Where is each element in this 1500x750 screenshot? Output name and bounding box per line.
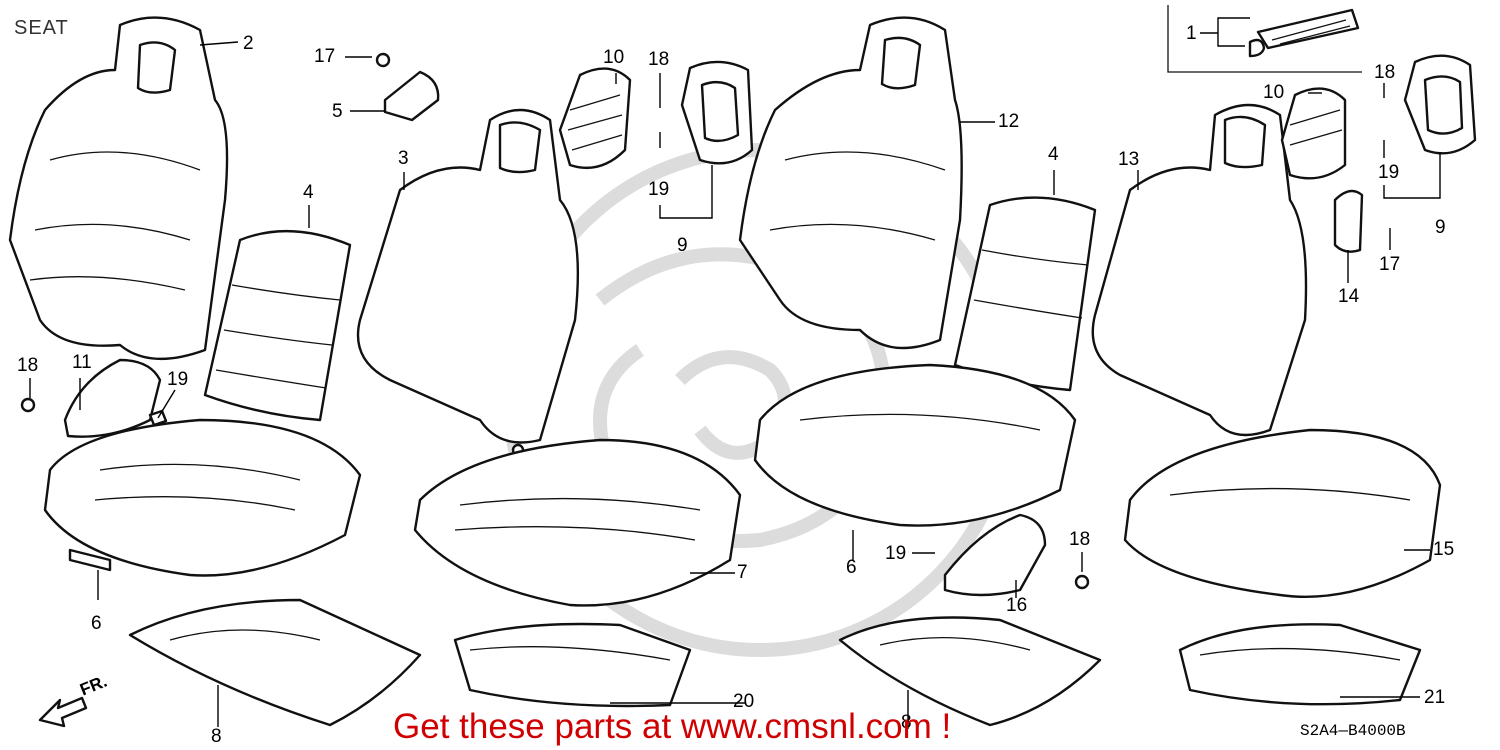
callout-5[interactable]: 5 [332, 101, 343, 122]
callout-10-right[interactable]: 10 [1263, 82, 1285, 103]
part-11-trim-cover [20, 358, 168, 438]
callout-9-right[interactable]: 9 [1435, 217, 1446, 238]
callout-8-left[interactable]: 8 [211, 726, 222, 747]
part-4-seat-back-pad-right [953, 196, 1097, 392]
callout-19-right[interactable]: 19 [1378, 162, 1400, 183]
callout-20[interactable]: 20 [733, 691, 755, 712]
callout-10-left[interactable]: 10 [603, 47, 625, 68]
part-9-trim-right [1403, 54, 1477, 155]
callout-13[interactable]: 13 [1118, 149, 1140, 170]
part-13-seat-back-frame-right [1091, 103, 1308, 437]
part-8-pad-left [128, 598, 422, 727]
callout-18-left[interactable]: 18 [17, 355, 39, 376]
part-12-seat-back-cover-right [738, 16, 963, 350]
callout-18-center[interactable]: 18 [648, 49, 670, 70]
callout-9-left[interactable]: 9 [677, 235, 688, 256]
callout-11[interactable]: 11 [72, 352, 92, 373]
part-15-seat-cushion-right [1123, 428, 1442, 598]
callout-17-left[interactable]: 17 [314, 46, 336, 67]
callout-3[interactable]: 3 [398, 148, 409, 169]
diagram-title: SEAT [14, 17, 69, 39]
part-4-seat-back-pad-left [203, 229, 352, 422]
callout-18-right[interactable]: 18 [1374, 62, 1396, 83]
callout-4-right[interactable]: 4 [1048, 144, 1059, 165]
part-3-seat-back-frame [356, 108, 580, 457]
callout-4-left[interactable]: 4 [303, 182, 314, 203]
part-2-seat-back-cover-left [8, 16, 229, 360]
part-16-trim-cover [943, 513, 1090, 597]
callout-18-lower[interactable]: 18 [1069, 529, 1091, 550]
callout-21[interactable]: 21 [1424, 687, 1446, 708]
callout-14[interactable]: 14 [1338, 286, 1360, 307]
part-7-seat-cushion-center [413, 438, 742, 607]
part-6-seat-cushion-right [753, 363, 1077, 527]
part-10-grille-left [558, 67, 632, 170]
part-1-clip-set [1167, 5, 1362, 73]
callout-17-right[interactable]: 17 [1379, 254, 1401, 275]
callout-16[interactable]: 16 [1006, 595, 1028, 616]
callout-15[interactable]: 15 [1433, 539, 1455, 560]
callout-7[interactable]: 7 [737, 562, 748, 583]
part-20-seat-frame-left [453, 622, 692, 708]
part-6-seat-cushion-left [43, 418, 362, 577]
diagram-code: S2A4—B4000B [1300, 722, 1406, 740]
part-9-trim-left [680, 60, 754, 165]
callout-12[interactable]: 12 [998, 111, 1020, 132]
part-8-pad-right [838, 616, 1102, 727]
promo-link[interactable]: Get these parts at www.cmsnl.com ! [393, 707, 952, 746]
callout-8-right[interactable]: 8 [901, 712, 912, 733]
callout-19-left[interactable]: 19 [167, 369, 189, 390]
callout-6-right[interactable]: 6 [846, 557, 857, 578]
part-14-bracket [1333, 189, 1364, 253]
callout-19-center[interactable]: 19 [648, 179, 670, 200]
callout-19-lower[interactable]: 19 [885, 543, 907, 564]
part-21-seat-frame-right [1178, 623, 1422, 706]
callout-1[interactable]: 1 [1186, 23, 1197, 44]
leader-lines [29, 41, 1441, 729]
callout-6-left[interactable]: 6 [91, 613, 102, 634]
part-10-grille-right [1280, 87, 1347, 180]
front-direction-arrow [38, 696, 88, 728]
part-5-bracket [375, 52, 440, 122]
callout-2[interactable]: 2 [243, 33, 254, 54]
